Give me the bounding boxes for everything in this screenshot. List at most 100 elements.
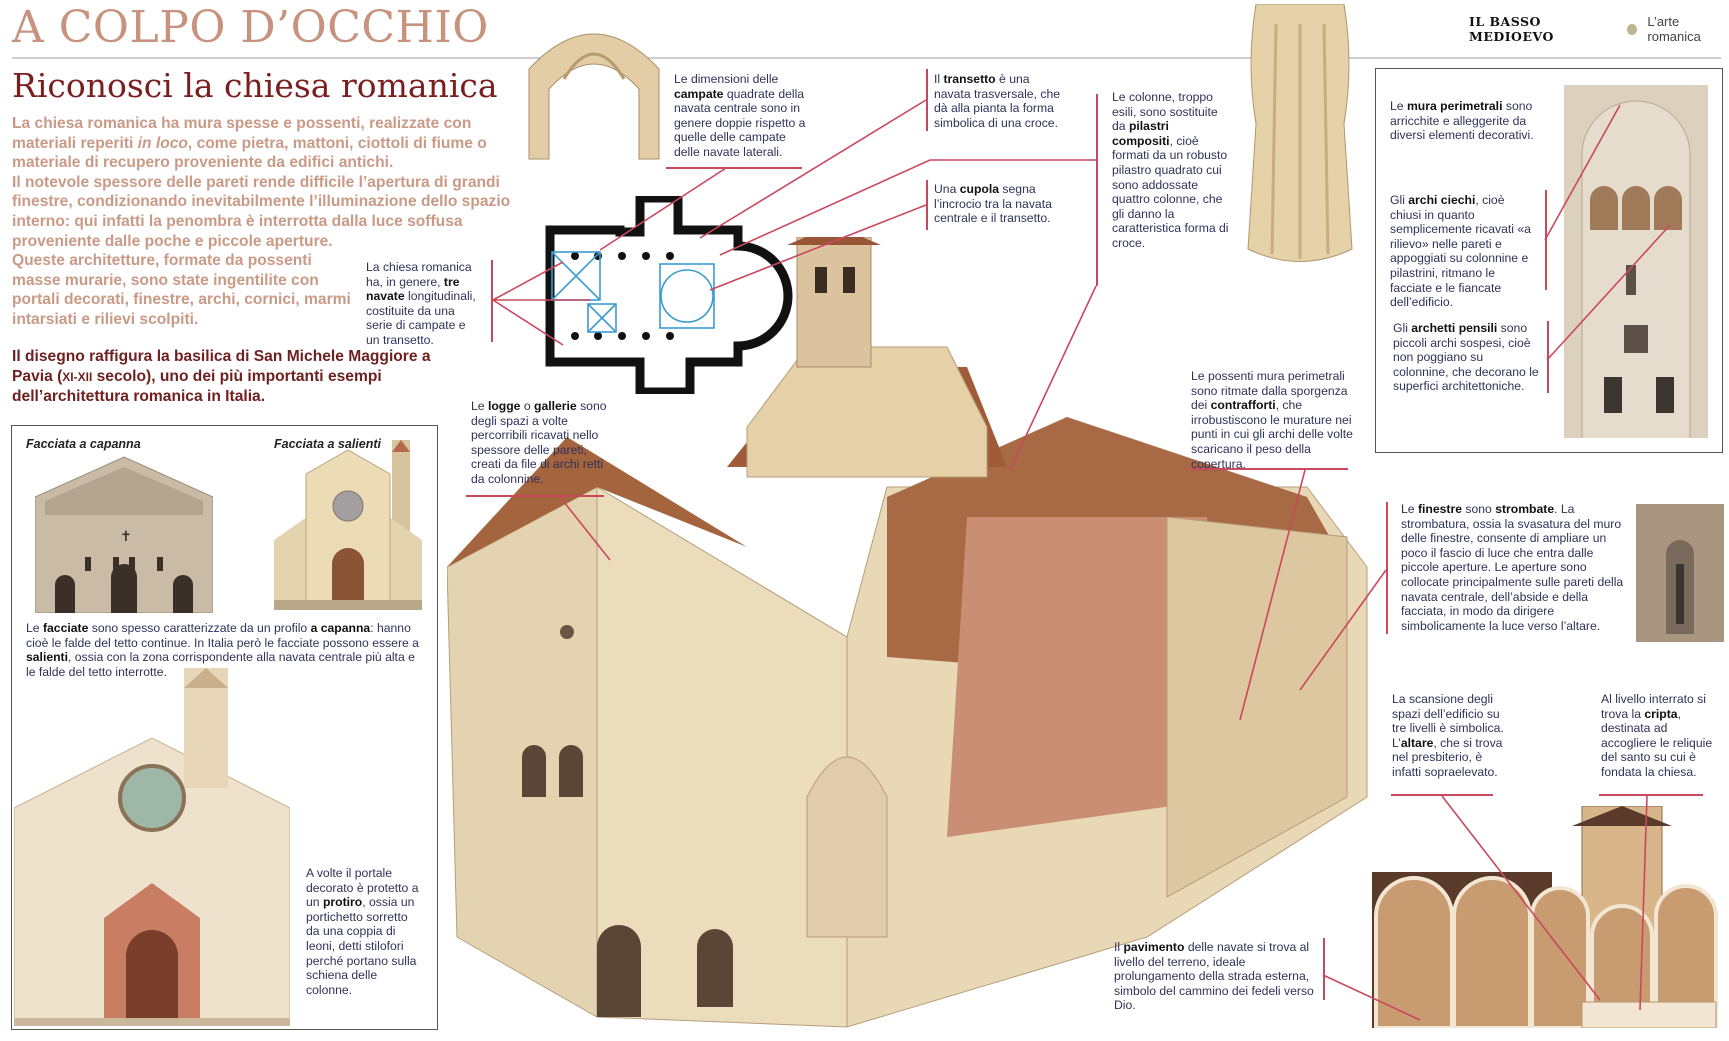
text-run: è una navata trasversale, che dà alla pi…	[934, 72, 1061, 130]
text-run: longitudinali, costituite da una serie d…	[366, 289, 476, 347]
archetti-marker	[1547, 321, 1549, 393]
text-run: Una	[934, 182, 960, 196]
cross-section-illustration	[1372, 806, 1718, 1028]
key-term: pavimento	[1123, 940, 1185, 954]
pavimento-marker	[1323, 938, 1325, 1000]
mura-annotation: Le mura perimetrali sono arricchite e al…	[1390, 99, 1545, 143]
key-term: protiro	[322, 895, 363, 910]
text-run: , cioè chiusi in quanto semplicemente ri…	[1390, 193, 1531, 310]
label-capanna: Facciata a capanna	[26, 437, 141, 451]
section-dot-icon	[1627, 23, 1638, 35]
text-run: La chiesa romanica ha mura spesse e poss…	[12, 115, 472, 152]
intro-paragraph-1: La chiesa romanica ha mura spesse e poss…	[12, 114, 512, 173]
wall-detail-photo	[1564, 85, 1708, 438]
text-run: in loco	[137, 134, 188, 152]
intro-paragraph-2: Il notevole spessore delle pareti rende …	[12, 173, 511, 250]
contrafforti-annotation: Le possenti mura perimetrali sono ritmat…	[1191, 369, 1366, 471]
key-term: campate	[674, 86, 724, 101]
key-term: cupola	[959, 182, 1000, 196]
protiro-facade-image	[14, 668, 290, 1026]
finestre-annotation: Le finestre sono strombate. La strombatu…	[1401, 502, 1629, 633]
cupola-annotation: Una cupola segna l’incrocio tra la navat…	[934, 182, 1064, 226]
text-run: , destinata ad accogliere le reliquie de…	[1601, 706, 1713, 779]
cripta-annotation: Al livello interrato si trova la cripta,…	[1601, 692, 1721, 780]
cripta-underline	[1599, 794, 1703, 796]
text-run: La scansione degli spazi dell’edificio s…	[1392, 692, 1504, 750]
text-run: : hanno cioè le falde del tetto continue…	[26, 621, 419, 650]
campate-underline	[666, 167, 802, 169]
section-header: IL BASSO MEDIOEVO L’arte romanica	[1469, 14, 1729, 44]
archi-ciechi-marker	[1545, 190, 1547, 290]
campate-annotation: Le dimensioni delle campate quadrate del…	[674, 72, 814, 160]
text-run: Gli	[1393, 321, 1412, 335]
key-term: facciate	[42, 621, 89, 635]
text-run: Le dimensioni delle	[674, 72, 779, 86]
pilastri-annotation: Le colonne, troppo esili, sono sostituit…	[1112, 90, 1230, 251]
text-run: Le possenti mura perimetrali sono ritmat…	[1191, 369, 1348, 413]
text-run: , che si trova nel presbiterio, è infatt…	[1392, 735, 1503, 779]
logge-annotation: Le logge o gallerie sono degli spazi a v…	[471, 399, 611, 487]
text-run: Il	[1114, 940, 1124, 954]
page-title: A COLPO D’OCCHIO	[12, 2, 489, 53]
archi-ciechi-annotation: Gli archi ciechi, cioè chiusi in quanto …	[1390, 193, 1538, 310]
key-term: transetto	[943, 72, 996, 86]
pilastri-marker	[1096, 94, 1098, 286]
key-term: finestre	[1417, 502, 1462, 516]
intro-text: La chiesa romanica ha mura spesse e poss…	[12, 114, 512, 330]
text-run: Le	[26, 621, 43, 635]
pavimento-annotation: Il pavimento delle navate si trova al li…	[1114, 940, 1319, 1013]
lead-century: XI-XII	[62, 369, 93, 384]
text-run: sono spesso caratterizzate da un profilo	[88, 621, 311, 635]
text-run: , cioè formati da un robusto pilastro qu…	[1112, 133, 1229, 250]
key-term: salienti	[26, 650, 68, 665]
key-term: contrafforti	[1210, 398, 1276, 413]
text-run: sono degli spazi a volte percorribili ri…	[471, 399, 607, 486]
transetto-marker	[926, 69, 928, 131]
text-run: La chiesa romanica ha, in genere,	[366, 260, 472, 289]
lead-after: secolo), uno dei più importanti esempi d…	[12, 367, 382, 406]
facade-capanna-image: ✝	[35, 456, 213, 613]
transetto-annotation: Il transetto è una navata trasversale, c…	[934, 72, 1069, 130]
lead-before: Il disegno raffigura la basilica di San …	[12, 348, 431, 385]
text-run: Il	[934, 72, 944, 86]
text-run: Le	[471, 399, 488, 413]
logge-underline	[466, 495, 604, 497]
facades-caption: Le facciate sono spesso caratterizzate d…	[26, 621, 426, 679]
text-run: . La strombatura, ossia la svasatura del…	[1401, 502, 1624, 633]
text-run: Al livello interrato si trova la	[1601, 692, 1706, 721]
key-term: archetti pensili	[1411, 321, 1498, 335]
lead-text: Il disegno raffigura la basilica di San …	[12, 347, 432, 407]
svg-text:✝: ✝	[120, 528, 132, 544]
navate-annotation: La chiesa romanica ha, in genere, tre na…	[366, 260, 481, 348]
text-run: Le colonne, troppo esili, sono sostituit…	[1112, 90, 1218, 134]
page-subtitle: Riconosci la chiesa romanica	[12, 66, 498, 105]
text-run: Le	[1401, 502, 1418, 516]
window-photo	[1636, 504, 1724, 642]
key-term: pilastri compositi	[1112, 119, 1170, 148]
key-term: logge	[487, 399, 521, 413]
altare-annotation: La scansione degli spazi dell’edificio s…	[1392, 692, 1512, 780]
text-run: , come pietra, mattoni, ciottoli di fium…	[12, 134, 487, 172]
contrafforti-underline	[1190, 468, 1348, 470]
text-run: sono	[1461, 502, 1496, 516]
text-run: delle navate si trova al livello del ter…	[1114, 940, 1314, 1013]
key-term: tre navate	[366, 274, 460, 304]
key-term: strombate	[1495, 502, 1555, 516]
key-term: gallerie	[534, 399, 577, 413]
text-run: sono piccoli archi sospesi, cioè non pog…	[1393, 321, 1539, 394]
composite-pillar-image	[1247, 4, 1353, 262]
key-term: altare	[1400, 735, 1434, 750]
text-run: A volte il portale decorato è protetto a…	[306, 866, 419, 910]
text-run: sono arricchite e alleggerite da diversi…	[1390, 99, 1534, 143]
key-term: archi ciechi	[1408, 193, 1476, 207]
archetti-annotation: Gli archetti pensili sono piccoli archi …	[1393, 321, 1541, 394]
altare-underline	[1391, 794, 1493, 796]
text-run: , ossia un portichetto sorretto da una c…	[306, 895, 417, 997]
text-run: Le	[1390, 99, 1407, 113]
intro-paragraph-3: Queste architetture, formate da possenti…	[12, 252, 351, 328]
text-run: , ossia con la zona corrispondente alla …	[26, 650, 415, 679]
protiro-caption: A volte il portale decorato è protetto a…	[306, 866, 424, 997]
label-salienti: Facciata a salienti	[274, 437, 382, 451]
key-term: mura perimetrali	[1406, 99, 1503, 113]
section-topic: L’arte romanica	[1647, 14, 1701, 44]
